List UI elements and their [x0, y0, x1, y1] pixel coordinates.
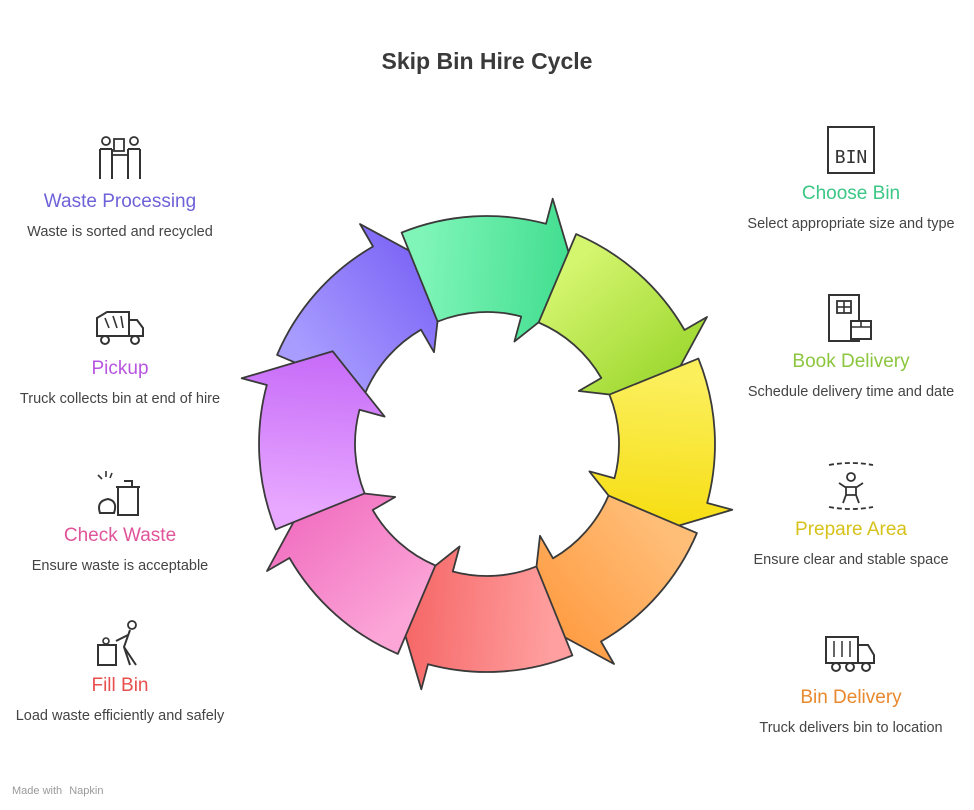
step-pickup: Pickup Truck collects bin at end of hire [15, 300, 225, 408]
step-label: Fill Bin [91, 675, 149, 696]
footer-attribution: Made with Napkin [12, 785, 103, 797]
arrow-segment-pickup [240, 350, 386, 531]
step-description: Waste is sorted and recycled [27, 224, 213, 240]
step-label: Waste Processing [43, 191, 197, 212]
step-label: Choose Bin [801, 183, 901, 204]
arrow-segment-prepare-area [588, 357, 734, 538]
made-with-text: Made with [12, 785, 63, 797]
step-book-delivery: Book Delivery Schedule delivery time and… [746, 293, 956, 401]
step-description: Load waste efficiently and safely [15, 708, 225, 724]
arrow-segment-waste-processing [276, 223, 445, 394]
building-calendar-icon [828, 294, 872, 342]
bin-icon-text: BIN [835, 147, 868, 168]
step-fill-bin: Fill Bin Load waste efficiently and safe… [15, 617, 225, 725]
step-description: Truck delivers bin to location [759, 720, 943, 736]
step-prepare-area: Prepare Area Ensure clear and stable spa… [746, 461, 956, 569]
delivery-truck-icon [825, 636, 875, 672]
napkin-brand: Napkin [69, 785, 104, 797]
step-label: Pickup [91, 358, 149, 379]
arrow-segment-bin-delivery [529, 494, 698, 665]
step-label: Book Delivery [792, 351, 910, 372]
step-description: Select appropriate size and type [747, 216, 955, 232]
arrow-segment-fill-bin [393, 545, 574, 691]
step-description: Ensure waste is acceptable [31, 558, 209, 574]
arrow-segment-choose-bin [400, 197, 581, 343]
step-choose-bin: BIN Choose Bin Select appropriate size a… [746, 125, 956, 233]
person-clearing-icon [828, 462, 874, 510]
person-filling-bin-icon [97, 620, 137, 666]
step-waste-processing: Waste Processing Waste is sorted and rec… [15, 133, 225, 241]
arrow-segment-book-delivery [537, 233, 708, 402]
step-description: Ensure clear and stable space [753, 552, 949, 568]
step-label: Prepare Area [795, 519, 907, 540]
pickup-truck-icon [96, 311, 144, 345]
step-bin-delivery: Bin Delivery Truck delivers bin to locat… [746, 629, 956, 737]
step-check-waste: Check Waste Ensure waste is acceptable [15, 467, 225, 575]
workers-sorting-icon [99, 136, 141, 179]
bin-box-icon: BIN [827, 126, 875, 174]
step-label: Check Waste [63, 525, 177, 546]
arrow-segment-check-waste [266, 486, 437, 655]
step-label: Bin Delivery [800, 687, 902, 708]
waste-bag-bin-icon [97, 471, 140, 516]
diagram-title: Skip Bin Hire Cycle [381, 48, 593, 74]
step-description: Schedule delivery time and date [747, 384, 955, 400]
step-description: Truck collects bin at end of hire [19, 391, 221, 407]
